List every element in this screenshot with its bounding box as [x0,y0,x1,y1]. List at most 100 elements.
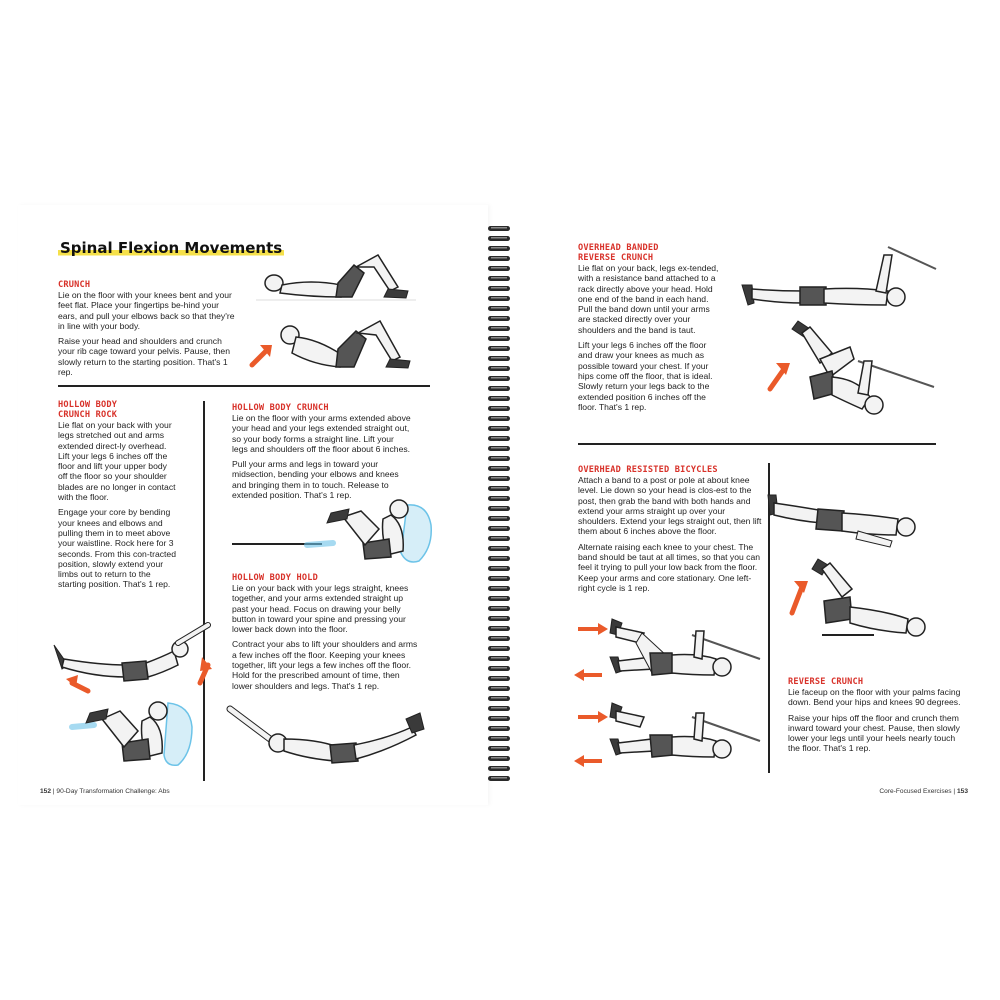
hollow-body-hold-illustration [226,705,425,764]
spiral-coil-highlight [491,647,507,649]
spiral-coil-highlight [491,397,507,399]
spiral-binding [488,226,510,781]
hollow-body-crunch-heading: HOLLOW BODY CRUNCH [232,403,329,413]
spiral-coil-highlight [491,527,507,529]
crunch-illustration-end [249,319,411,369]
hollow-body-crunch-illustration [304,499,432,563]
spiral-coil-highlight [491,287,507,289]
spiral-coil-highlight [491,517,507,519]
spiral-coil-highlight [491,487,507,489]
right-page: OVERHEAD BANDED REVERSE CRUNCH Lie flat … [510,205,982,805]
spiral-coil-highlight [491,657,507,659]
hollow-body-crunch-step-1: Lie on the floor with your arms extended… [232,413,411,454]
hollow-body-hold-block: HOLLOW BODY HOLD Lie on your back with y… [232,573,418,696]
spiral-coil-highlight [491,367,507,369]
hollow-body-crunch-rock-step-2: Engage your core by bending your knees a… [58,507,176,590]
overhead-resisted-bicycles-step-1: Attach a band to a post or pole at about… [578,475,762,537]
spiral-coil-highlight [491,377,507,379]
spiral-coil-highlight [491,457,507,459]
spiral-coil-highlight [491,347,507,349]
spiral-coil-highlight [491,637,507,639]
reverse-crunch-start-illustration [767,494,916,548]
spiral-coil-highlight [491,537,507,539]
overhead-resisted-bicycles-step-2: Alternate raising each knee to your ches… [578,541,761,593]
spiral-coil-highlight [491,687,507,689]
crunch-step-1: Lie on the floor with your knees bent an… [58,290,235,331]
spiral-coil-highlight [491,437,507,439]
spiral-coil-highlight [491,737,507,739]
spiral-coil-highlight [491,337,507,339]
spiral-coil-highlight [491,627,507,629]
spiral-coil-highlight [491,317,507,319]
hollow-body-crunch-rock-heading: HOLLOW BODY CRUNCH ROCK [58,400,118,420]
column-divider [203,401,205,781]
spiral-coil-highlight [491,407,507,409]
spiral-coil-highlight [491,247,507,249]
spiral-coil-highlight [491,297,507,299]
spiral-coil-highlight [491,307,507,309]
spiral-coil-highlight [491,567,507,569]
crunch-step-2: Raise your head and shoulders and crunch… [58,336,230,378]
hollow-body-crunch-block: HOLLOW BODY CRUNCH Lie on the floor with… [232,403,412,505]
overhead-resisted-bicycles-heading: OVERHEAD RESISTED BICYCLES [578,465,718,475]
reverse-crunch-block: REVERSE CRUNCH Lie faceup on the floor w… [788,677,968,759]
spiral-coil-highlight [491,777,507,779]
spiral-coil-highlight [491,697,507,699]
hollow-body-hold-heading: HOLLOW BODY HOLD [232,573,318,583]
spiral-coil-highlight [491,747,507,749]
divider-banded [578,443,936,445]
reverse-crunch-step-1: Lie faceup on the floor with your palms … [788,687,961,708]
bicycles-illustration-1 [574,618,761,681]
right-footer: Core-Focused Exercises | 153 [879,788,968,795]
spiral-coil-highlight [491,277,507,279]
hollow-body-crunch-rock-step-1: Lie flat on your back with your legs str… [58,420,176,503]
spiral-coil-highlight [491,257,507,259]
hollow-body-crunch-step-2: Pull your arms and legs in toward your m… [232,459,399,501]
spiral-coil-highlight [491,387,507,389]
spiral-coil-highlight [491,597,507,599]
spiral-coil-highlight [491,677,507,679]
overhead-banded-reverse-crunch-step-1: Lie flat on your back, legs ex-tended, w… [578,263,719,335]
right-page-number: 153 [956,788,968,795]
column-divider-right [768,463,770,773]
spiral-coil-highlight [491,467,507,469]
left-page: Spinal Flexion Movements CRUNCH Lie on t… [18,205,488,805]
spiral-coil-highlight [491,267,507,269]
spiral-coil-highlight [491,237,507,239]
spiral-coil-highlight [491,327,507,329]
spiral-coil-highlight [491,587,507,589]
reverse-crunch-step-2: Raise your hips off the floor and crunch… [788,712,960,754]
overhead-banded-reverse-crunch-heading: OVERHEAD BANDED REVERSE CRUNCH [578,243,659,263]
spiral-coil-highlight [491,607,507,609]
spiral-coil-highlight [491,507,507,509]
spiral-coil-highlight [491,577,507,579]
hollow-body-hold-step-1: Lie on your back with your legs straight… [232,583,409,635]
divider-crunch [58,385,430,387]
spiral-coil-highlight [491,447,507,449]
overhead-banded-reverse-crunch-step-2: Lift your legs 6 inches off the floor an… [578,340,713,412]
hollow-body-hold-step-2: Contract your abs to lift your shoulders… [232,639,418,691]
spiral-coil-highlight [491,557,507,559]
crunch-illustration-start [256,254,416,301]
section-title: Spinal Flexion Movements [58,239,285,257]
spiral-coil-highlight [491,767,507,769]
spiral-coil-highlight [491,707,507,709]
left-footer-text: 90-Day Transformation Challenge: Abs [56,788,170,795]
left-page-number: 152 [40,788,52,795]
crunch-block: CRUNCH Lie on the floor with your knees … [58,280,236,382]
hollow-body-crunch-rock-tucked-illustration [69,701,193,767]
spiral-coil-highlight [491,227,507,229]
spiral-coil-highlight [491,427,507,429]
spiral-coil-highlight [491,717,507,719]
spiral-coil-highlight [491,417,507,419]
spiral-coil-highlight [491,667,507,669]
overhead-banded-reverse-crunch-start-illustration [741,246,937,307]
divider-hollow-body-crunch [232,543,322,545]
overhead-banded-reverse-crunch-end-illustration [767,320,935,415]
spiral-coil-highlight [491,497,507,499]
hollow-body-crunch-rock-block: HOLLOW BODY CRUNCH ROCK Lie flat on your… [58,400,176,595]
bicycles-illustration-2 [574,702,761,767]
spiral-coil-highlight [491,617,507,619]
right-footer-text: Core-Focused Exercises [879,788,952,795]
crunch-heading: CRUNCH [58,280,91,290]
